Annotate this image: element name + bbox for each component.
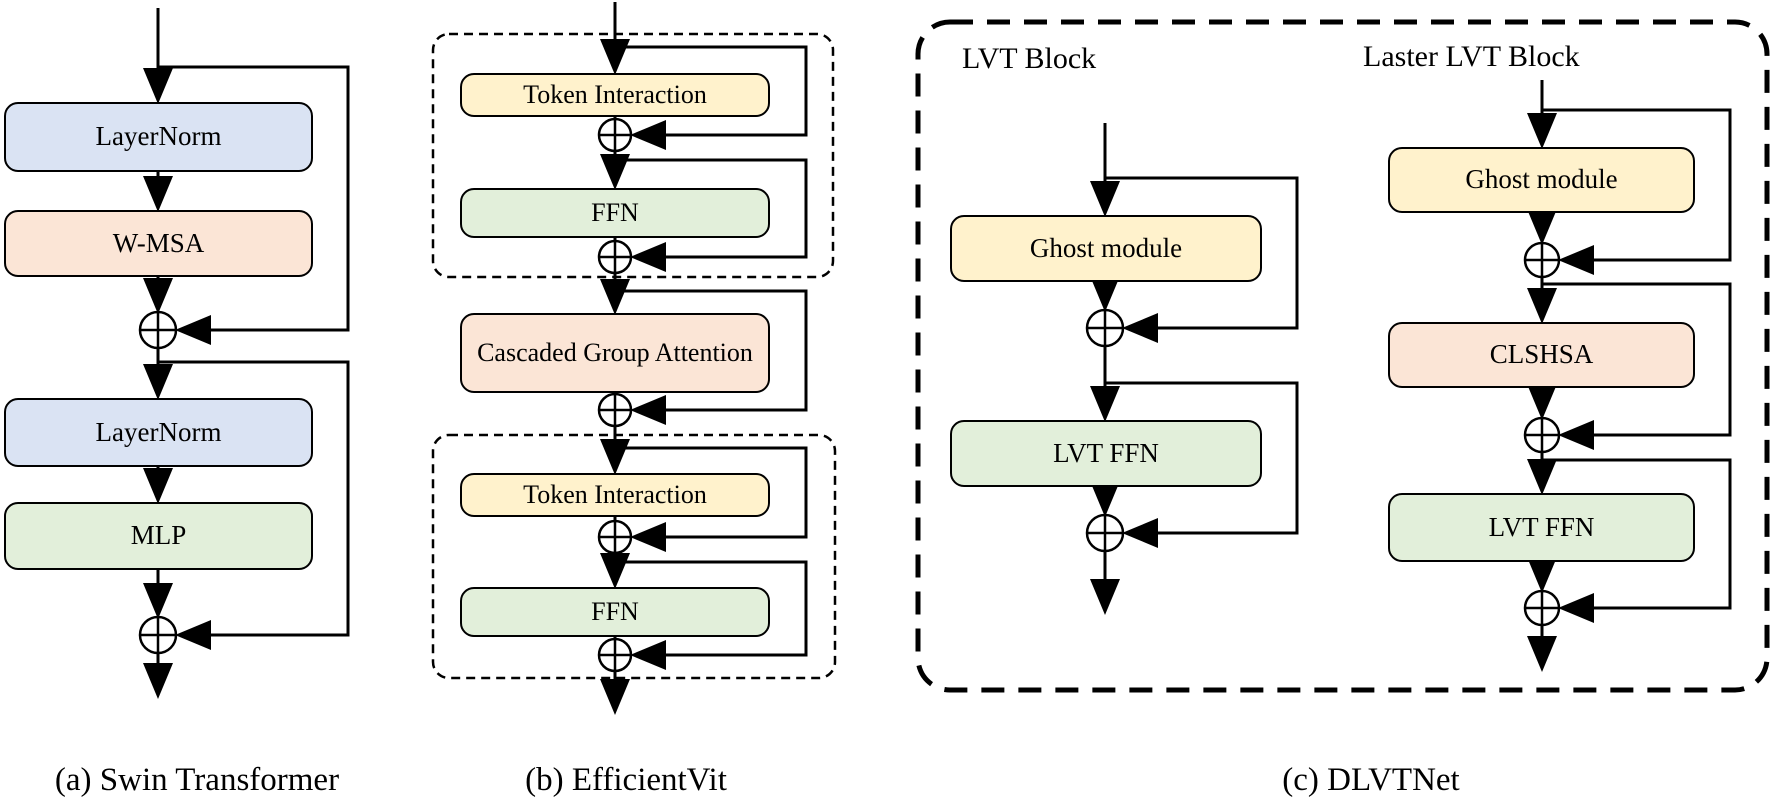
node-lvt-ffn-laster: LVT FFN — [1388, 493, 1695, 562]
efficientvit-sandwich-group-bottom — [431, 433, 837, 680]
swin-flow-lines — [143, 8, 350, 699]
node-mlp: MLP — [4, 502, 313, 570]
node-layernorm-2: LayerNorm — [4, 398, 313, 467]
node-wmsa: W-MSA — [4, 210, 313, 277]
add-circle-icon — [597, 239, 633, 275]
add-circle-icon — [597, 392, 633, 428]
skip-connection — [158, 65, 350, 345]
skip-connection — [615, 560, 808, 670]
add-circle-icon — [1523, 241, 1561, 279]
skip-connection — [1542, 282, 1732, 450]
skip-connection — [615, 45, 808, 150]
efficientvit-flow-lines — [600, 2, 808, 715]
add-circle-icon — [597, 519, 633, 555]
add-circle-icon — [1085, 513, 1125, 553]
skip-connection — [615, 289, 808, 425]
laster-lvt-block-label: Laster LVT Block — [1363, 40, 1580, 73]
add-circle-icon — [138, 310, 178, 350]
skip-connection — [1105, 381, 1299, 548]
lvt-block-flow-lines — [1090, 123, 1299, 615]
add-circle-icon — [597, 117, 633, 153]
add-circle-icon — [1523, 589, 1561, 627]
add-circle-icon — [597, 637, 633, 673]
lvt-block-label: LVT Block — [962, 42, 1097, 75]
skip-connection — [615, 446, 808, 552]
efficientvit-sandwich-group-top — [431, 32, 835, 279]
skip-connection — [158, 360, 350, 650]
node-ffn-2: FFN — [460, 587, 770, 637]
skip-connection — [1542, 458, 1732, 623]
node-ghost-module-laster: Ghost module — [1388, 147, 1695, 213]
skip-connection — [1542, 108, 1732, 275]
laster-lvt-block-flow-lines — [1527, 80, 1732, 672]
add-circle-icon — [1085, 308, 1125, 348]
node-lvt-ffn-lvt: LVT FFN — [950, 420, 1262, 487]
node-cascaded-group-attention: Cascaded Group Attention — [460, 313, 770, 393]
caption-dlvtnet: (c) DLVTNet — [1282, 762, 1460, 798]
node-ffn-1: FFN — [460, 188, 770, 238]
node-token-interaction-2: Token Interaction — [460, 473, 770, 517]
caption-efficientvit: (b) EfficientVit — [525, 762, 727, 798]
node-clshsa: CLSHSA — [1388, 322, 1695, 388]
add-circle-icon — [138, 615, 178, 655]
node-layernorm-1: LayerNorm — [4, 102, 313, 172]
skip-connection — [615, 158, 808, 272]
node-token-interaction-1: Token Interaction — [460, 73, 770, 117]
dlvtnet-group-border — [915, 19, 1770, 693]
add-circle-icon — [1523, 416, 1561, 454]
caption-swin-transformer: (a) Swin Transformer — [54, 762, 340, 798]
node-ghost-module-lvt: Ghost module — [950, 215, 1262, 282]
skip-connection — [1105, 176, 1299, 343]
